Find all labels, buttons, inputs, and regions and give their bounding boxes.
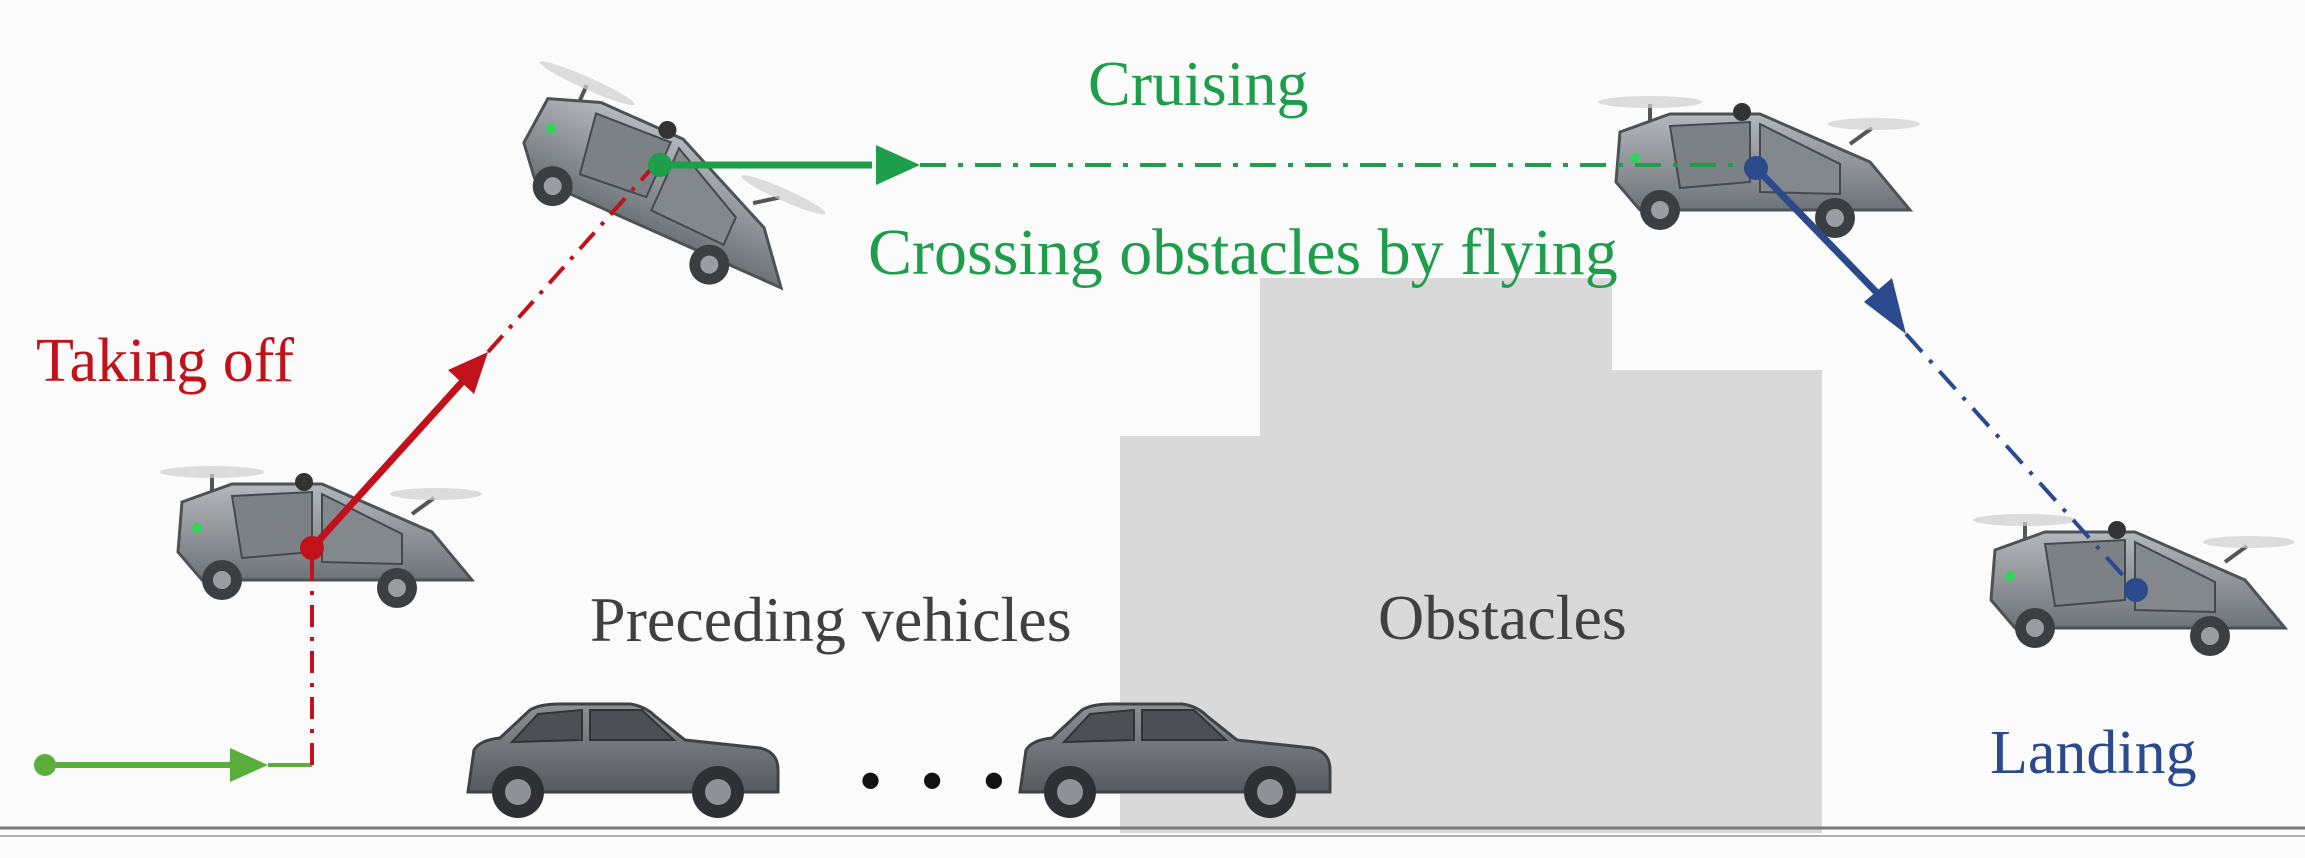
dot-icon [300, 536, 324, 560]
arrowhead-icon [230, 748, 268, 782]
arrowhead-icon [448, 352, 488, 394]
ground-approach-path [34, 748, 312, 782]
label-taking-off: Taking off [36, 327, 294, 395]
arrowhead-icon [1864, 278, 1906, 334]
label-cruising: Cruising [1088, 48, 1309, 119]
obstacle-building [1120, 278, 1822, 833]
dot-icon [2124, 578, 2148, 602]
preceding-car-1 [466, 702, 780, 820]
landing-path [1744, 156, 2148, 602]
flying-car-icon-climb [482, 54, 839, 320]
takeoff-path [300, 166, 654, 765]
label-obstacles: Obstacles [1378, 582, 1627, 653]
arrowhead-icon [876, 145, 920, 185]
label-landing: Landing [1990, 719, 2197, 787]
label-crossing-obstacles: Crossing obstacles by flying [868, 216, 1618, 289]
dot-icon [1744, 156, 1768, 180]
dot-icon [34, 754, 56, 776]
cruise-path [648, 145, 1752, 185]
ellipsis-more-vehicles: • • • [860, 747, 1017, 814]
dot-icon [648, 153, 672, 177]
label-preceding-vehicles: Preceding vehicles [590, 584, 1072, 655]
